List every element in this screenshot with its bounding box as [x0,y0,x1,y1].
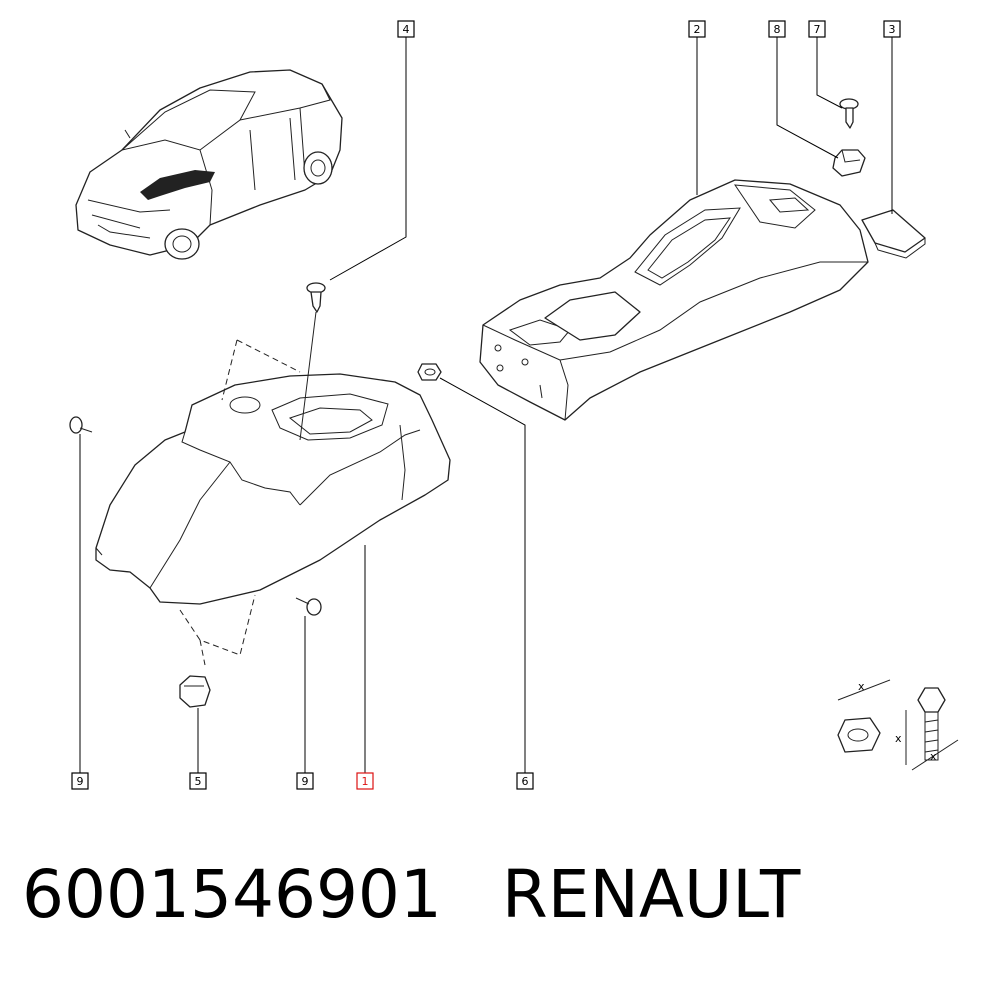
cover-plate-part-3 [861,209,926,259]
callout-6[interactable]: 6 [516,772,534,790]
clip-nut-part-8 [832,149,866,177]
thread-dimension-detail: x x x [837,679,959,771]
callout-2[interactable]: 2 [688,20,706,38]
svg-text:3: 3 [889,23,896,36]
dimension-x-bottom: x [930,750,937,763]
car-thumbnail [75,69,343,260]
brand-name: RENAULT [501,856,801,933]
callout-1-selected[interactable]: 1 [356,772,374,790]
clip-part-9-center [295,597,322,616]
nut-part-6 [417,363,442,381]
leader-lines [79,37,893,773]
dimension-x-side: x [895,732,902,745]
clip-part-9-left [69,416,93,434]
part-caption: 6001546901 RENAULT [22,856,800,946]
dimension-x-top: x [858,680,865,693]
screw-part-4 [299,282,326,441]
front-console-part-1 [95,373,451,605]
center-console-part-2 [479,179,869,421]
svg-text:5: 5 [195,775,202,788]
callout-8[interactable]: 8 [768,20,786,38]
callout-4[interactable]: 4 [397,20,415,38]
screw-part-7 [839,98,859,129]
callout-5[interactable]: 5 [189,772,207,790]
svg-text:9: 9 [77,775,84,788]
svg-text:9: 9 [302,775,309,788]
grommet-part-5 [179,675,211,708]
callout-3[interactable]: 3 [883,20,901,38]
svg-text:8: 8 [774,23,781,36]
svg-text:2: 2 [694,23,701,36]
dashed-hidden-lines [179,339,301,666]
part-number: 6001546901 [22,856,442,933]
svg-text:7: 7 [814,23,821,36]
callout-9-left[interactable]: 9 [71,772,89,790]
callout-9-center[interactable]: 9 [296,772,314,790]
callout-7[interactable]: 7 [808,20,826,38]
svg-text:1: 1 [362,775,369,788]
svg-text:4: 4 [403,23,410,36]
svg-text:6: 6 [522,775,529,788]
